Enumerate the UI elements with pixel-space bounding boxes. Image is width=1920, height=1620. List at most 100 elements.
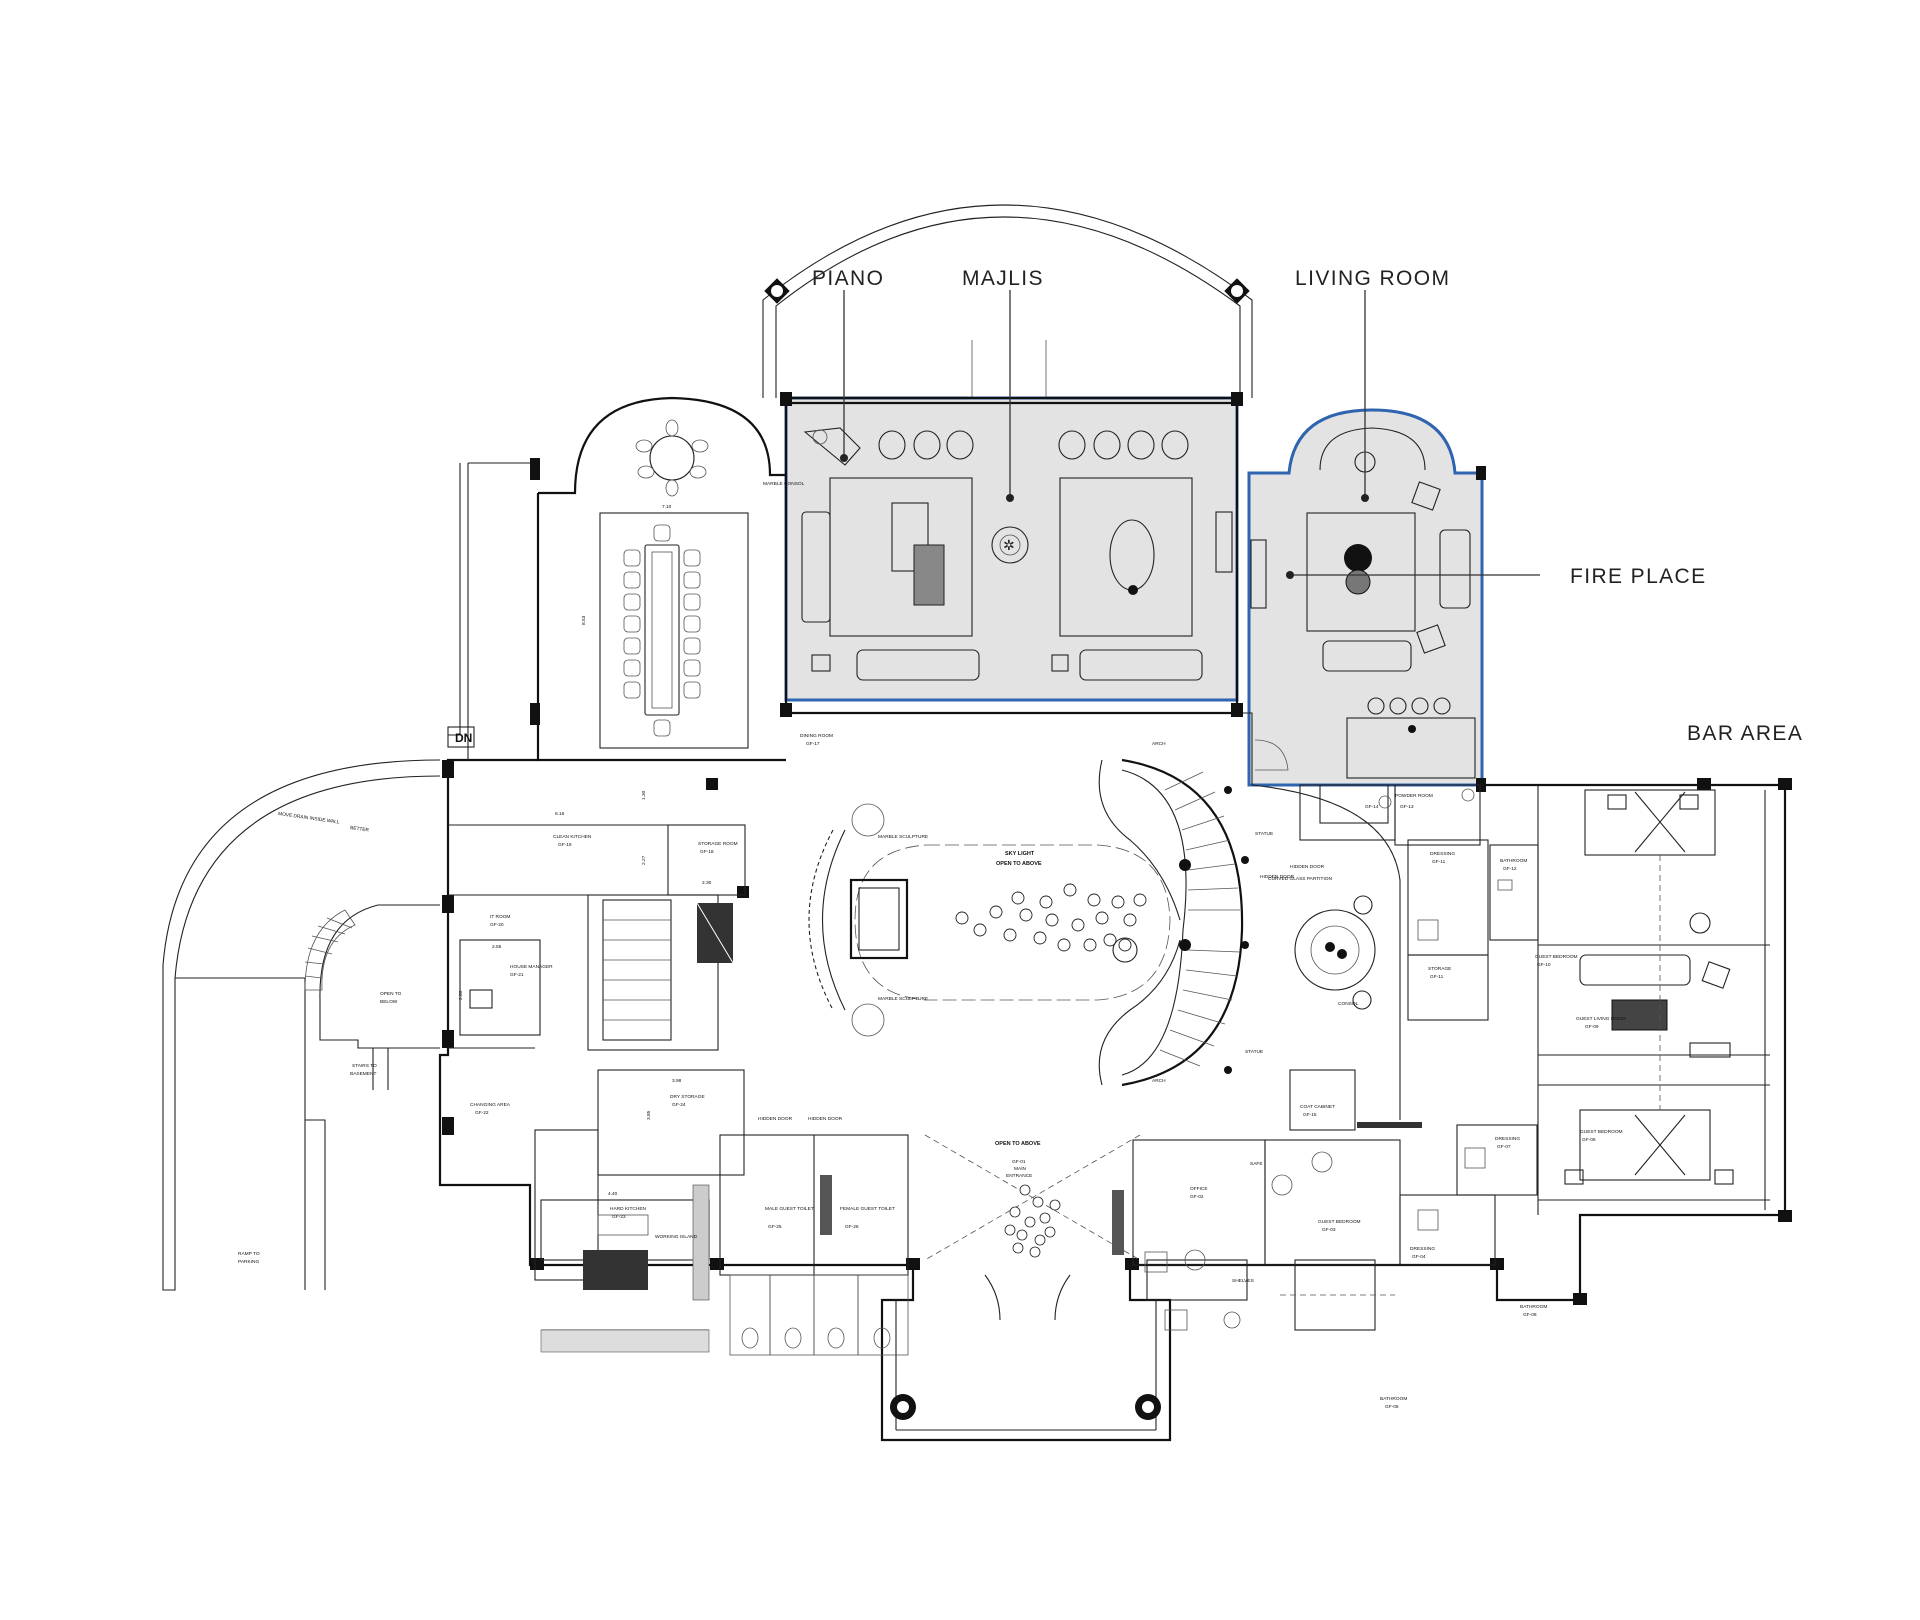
move-drain-label: BETTER bbox=[350, 825, 370, 834]
hidden-door-label: HIDDEN DOOR bbox=[1290, 864, 1325, 870]
svg-text:✲: ✲ bbox=[1003, 537, 1015, 553]
storage-room-tag: GF-18 bbox=[700, 849, 714, 855]
clean-kitchen-label: CLEAN KITCHEN bbox=[553, 834, 592, 840]
guest-bedroom-10-tag: GF-10 bbox=[1537, 962, 1551, 968]
dim-label: 8.53 bbox=[581, 615, 587, 625]
hard-kitchen-label: HARD KITCHEN bbox=[610, 1206, 647, 1212]
hidden-door-label: HIDDEN DOOR bbox=[758, 1116, 793, 1122]
dim-label: 2.60 bbox=[458, 990, 464, 1000]
bathroom-05-label: BATHROOM bbox=[1380, 1396, 1407, 1402]
dressing-11-label: DRESSING bbox=[1430, 851, 1455, 857]
porch-columns bbox=[890, 1394, 1161, 1420]
dim-label: 2.30 bbox=[702, 880, 712, 886]
skylight-hall: MARBLE SCULPTURE MARBLE SCULPTURE SKY LI… bbox=[808, 803, 1171, 1037]
statue-label: STATUE bbox=[1255, 831, 1273, 837]
main-entrance-label: ENTRANCE bbox=[1006, 1173, 1032, 1179]
service-block-left: CLEAN KITCHEN GF-19 STORAGE ROOM GF-18 I… bbox=[448, 790, 746, 1353]
female-toilet-label: FEMALE GUEST TOILET bbox=[840, 1206, 895, 1212]
marble-sculpture-label: MARBLE SCULPTURE bbox=[878, 996, 928, 1002]
dry-storage-tag: GF-24 bbox=[672, 1102, 686, 1108]
terrace-arch bbox=[762, 204, 1253, 398]
stairs-to-basement-label: STAIRS TO bbox=[352, 1063, 377, 1069]
dim-label: 1.30 bbox=[641, 790, 647, 800]
clean-kitchen-tag: GF-19 bbox=[558, 842, 572, 848]
main-entrance-tag: GF-01 bbox=[1012, 1159, 1026, 1165]
dim-label: 2.55 bbox=[492, 944, 502, 950]
dim-label: 2.27 bbox=[641, 855, 647, 865]
curved-glass-label: CURVED GLASS PARTITION bbox=[1268, 876, 1333, 882]
bathroom-05-tag: GF-05 bbox=[1385, 1404, 1399, 1410]
guest-wing-right: GUEST BEDROOM GF-10 GUEST LIVING ROOM GF… bbox=[1407, 785, 1770, 1215]
guest-toilets: MALE GUEST TOILET GF-25 FEMALE GUEST TOI… bbox=[719, 1116, 909, 1356]
dining-room-label: DINING ROOM bbox=[800, 733, 833, 739]
guest-bedroom-06-tag: GF-06 bbox=[1582, 1137, 1596, 1143]
working-island-label: WORKING ISLAND bbox=[655, 1234, 698, 1240]
console-label: CONSOL bbox=[1338, 1001, 1359, 1007]
highlight-living-room-zone bbox=[1247, 408, 1484, 787]
powder-rooms: POWDER ROOM GF-13 GF-14 bbox=[1299, 784, 1481, 846]
powder-room-label: POWDER ROOM bbox=[1395, 793, 1433, 799]
stairs-to-basement-label: BASEMENT bbox=[350, 1071, 376, 1077]
safe-label: SAFE bbox=[1250, 1161, 1263, 1167]
callout-majlis: MAJLIS bbox=[962, 267, 1044, 290]
guest-living-label: GUEST LIVING ROOM bbox=[1576, 1016, 1626, 1022]
powder-room-tag: GF-13 bbox=[1400, 804, 1414, 810]
storage-room-label: STORAGE ROOM bbox=[698, 841, 738, 847]
powder-14-tag: GF-14 bbox=[1365, 804, 1379, 810]
hidden-door-label: HIDDEN DOOR bbox=[1260, 874, 1295, 880]
office-and-bedroom: OFFICE GF-02 SAFE SHELVES GUEST BEDROOM … bbox=[1132, 1069, 1547, 1410]
dim-label: 3.98 bbox=[672, 1078, 682, 1084]
ramp-and-basement-stair bbox=[162, 759, 441, 1291]
guest-living-tag: GF-09 bbox=[1585, 1024, 1599, 1030]
coat-cabinet-tag: GF-15 bbox=[1303, 1112, 1317, 1118]
hidden-door-label: HIDDEN DOOR bbox=[808, 1116, 843, 1122]
statue-label: STATUE bbox=[1245, 1049, 1263, 1055]
coat-cabinet-label: COAT CABINET bbox=[1300, 1104, 1335, 1110]
marble-sculpture-label: MARBLE SCULPTURE bbox=[878, 834, 928, 840]
dim-label: 3.85 bbox=[646, 1110, 652, 1120]
dry-storage-label: DRY STORAGE bbox=[670, 1094, 705, 1100]
callout-fire-place: FIRE PLACE bbox=[1570, 565, 1707, 588]
sky-light-label: OPEN TO ABOVE bbox=[996, 861, 1042, 867]
curved-stair: CURVED GLASS PARTITION bbox=[1098, 758, 1333, 1087]
dressing-07-label: DRESSING bbox=[1495, 1136, 1520, 1142]
arch-label: ARCH bbox=[1152, 1078, 1166, 1084]
bathroom-12-tag: GF-12 bbox=[1503, 866, 1517, 872]
storage-11-label: STORAGE bbox=[1428, 966, 1451, 972]
female-toilet-tag: GF-26 bbox=[845, 1224, 859, 1230]
majlis-furniture: ✲ bbox=[790, 396, 1233, 681]
office-tag: GF-02 bbox=[1190, 1194, 1204, 1200]
dn-label: DN bbox=[455, 731, 472, 745]
guest-bedroom-10-label: GUEST BEDROOM bbox=[1535, 954, 1578, 960]
callout-bar-area: BAR AREA bbox=[1687, 722, 1803, 745]
move-drain-label: MOVE DRAIN INSIDE WALL bbox=[278, 811, 340, 826]
bathroom-08-tag: GF-08 bbox=[1523, 1312, 1537, 1318]
dining-room: 7.10 8.53 MARBLE CONSOL DINING ROOM GF-1… bbox=[581, 419, 833, 749]
dressing-11-tag: GF-11 bbox=[1432, 859, 1446, 865]
guest-bedroom-06-label: GUEST BEDROOM bbox=[1580, 1129, 1623, 1135]
house-manager-label: HOUSE MANAGER bbox=[510, 964, 553, 970]
shelves-label: SHELVES bbox=[1232, 1278, 1254, 1284]
dining-room-tag: GF-17 bbox=[806, 741, 820, 747]
bathroom-12-label: BATHROOM bbox=[1500, 858, 1527, 864]
dim-label: 4.40 bbox=[608, 1191, 618, 1197]
it-room-label: IT ROOM bbox=[490, 914, 510, 920]
callout-living-room: LIVING ROOM bbox=[1295, 267, 1450, 290]
callout-piano: PIANO bbox=[812, 267, 884, 290]
sky-light-label: SKY LIGHT bbox=[1005, 851, 1035, 857]
house-manager-tag: GF-21 bbox=[510, 972, 524, 978]
dim-label: 6.16 bbox=[555, 811, 565, 817]
male-toilet-tag: GF-25 bbox=[768, 1224, 782, 1230]
living-room-furniture bbox=[1250, 427, 1476, 779]
open-to-below-label: BELOW bbox=[380, 999, 398, 1005]
changing-area-tag: GF-22 bbox=[475, 1110, 489, 1116]
main-entrance: OPEN TO ABOVE GF-01 MAIN ENTRANCE bbox=[924, 1134, 1141, 1321]
guest-bedroom-03-tag: GF-03 bbox=[1322, 1227, 1336, 1233]
arch-label: ARCH bbox=[1152, 741, 1166, 747]
it-room-tag: GF-20 bbox=[490, 922, 504, 928]
hard-kitchen-tag: GF-23 bbox=[612, 1214, 626, 1220]
male-toilet-label: MALE GUEST TOILET bbox=[765, 1206, 814, 1212]
bathroom-08-label: BATHROOM bbox=[1520, 1304, 1547, 1310]
dressing-07-tag: GF-07 bbox=[1497, 1144, 1511, 1150]
